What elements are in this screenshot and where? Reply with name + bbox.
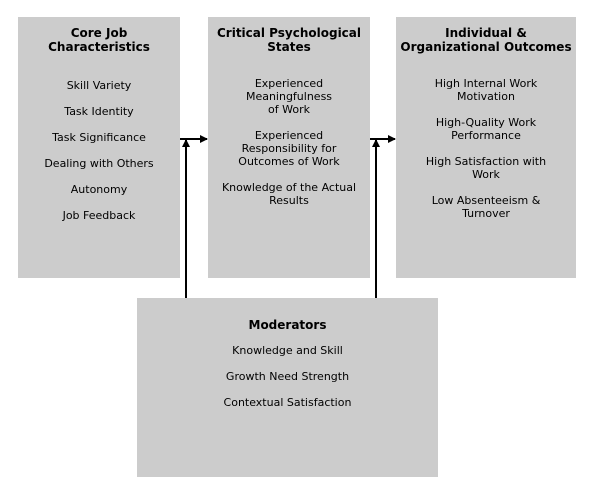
outcomes-item-absenteeism-line-1: Low Absenteeism & [431, 194, 541, 207]
moderators-box: Moderators Knowledge and Skill Growth Ne… [137, 298, 438, 477]
outcomes-item-satisfaction-line-2: Work [472, 168, 500, 181]
outcomes-item-satisfaction: High Satisfaction with Work [396, 155, 576, 181]
critical-item-knowledge-line-1: Knowledge of the Actual [221, 181, 357, 194]
critical-item-responsibility-line-2: Responsibility for [241, 142, 337, 155]
moderators-item-growth-need: Growth Need Strength [225, 370, 350, 383]
critical-item-knowledge: Knowledge of the Actual Results [208, 181, 370, 207]
moderators-item-contextual-satisfaction: Contextual Satisfaction [223, 396, 352, 409]
core-item-task-significance: Task Significance [52, 131, 146, 144]
outcomes-title-line-1: Individual & [445, 26, 527, 40]
outcomes-item-motivation-line-1: High Internal Work [434, 77, 538, 90]
critical-title-line-2: States [267, 40, 311, 54]
outcomes-item-absenteeism: Low Absenteeism & Turnover [396, 194, 576, 220]
outcomes-item-performance-line-2: Performance [451, 129, 521, 142]
critical-item-responsibility-line-3: Outcomes of Work [238, 155, 340, 168]
critical-psychological-states-box: Critical Psychological States Experience… [208, 17, 370, 278]
core-job-characteristics-title: Core Job Characteristics [48, 26, 150, 54]
outcomes-item-performance: High-Quality Work Performance [396, 116, 576, 142]
critical-item-responsibility-line-1: Experienced [254, 129, 324, 142]
critical-item-meaningfulness-line-1: Experienced [254, 77, 324, 90]
outcomes-item-motivation: High Internal Work Motivation [396, 77, 576, 103]
core-item-task-identity: Task Identity [64, 105, 134, 118]
core-item-job-feedback: Job Feedback [62, 209, 136, 222]
outcomes-item-absenteeism-line-2: Turnover [462, 207, 510, 220]
critical-title-line-1: Critical Psychological [216, 26, 362, 40]
core-job-characteristics-box: Core Job Characteristics Skill Variety T… [18, 17, 180, 278]
outcomes-title: Individual & Organizational Outcomes [396, 26, 576, 54]
critical-item-knowledge-line-2: Results [269, 194, 309, 207]
critical-item-meaningfulness-line-2: Meaningfulness [245, 90, 333, 103]
critical-item-meaningfulness-line-3: of Work [268, 103, 310, 116]
core-item-autonomy: Autonomy [70, 183, 128, 196]
critical-item-meaningfulness: Experienced Meaningfulness of Work [208, 77, 370, 116]
outcomes-box: Individual & Organizational Outcomes Hig… [396, 17, 576, 278]
outcomes-item-satisfaction-line-1: High Satisfaction with [425, 155, 547, 168]
outcomes-title-line-2: Organizational Outcomes [400, 40, 572, 54]
outcomes-item-performance-line-1: High-Quality Work [435, 116, 537, 129]
critical-psychological-states-title: Critical Psychological States [208, 26, 370, 54]
critical-item-responsibility: Experienced Responsibility for Outcomes … [208, 129, 370, 168]
core-item-skill-variety: Skill Variety [66, 79, 132, 92]
outcomes-item-motivation-line-2: Motivation [457, 90, 515, 103]
moderators-title: Moderators [248, 318, 327, 332]
moderators-item-knowledge-skill: Knowledge and Skill [232, 344, 343, 357]
core-item-dealing-with-others: Dealing with Others [44, 157, 154, 170]
